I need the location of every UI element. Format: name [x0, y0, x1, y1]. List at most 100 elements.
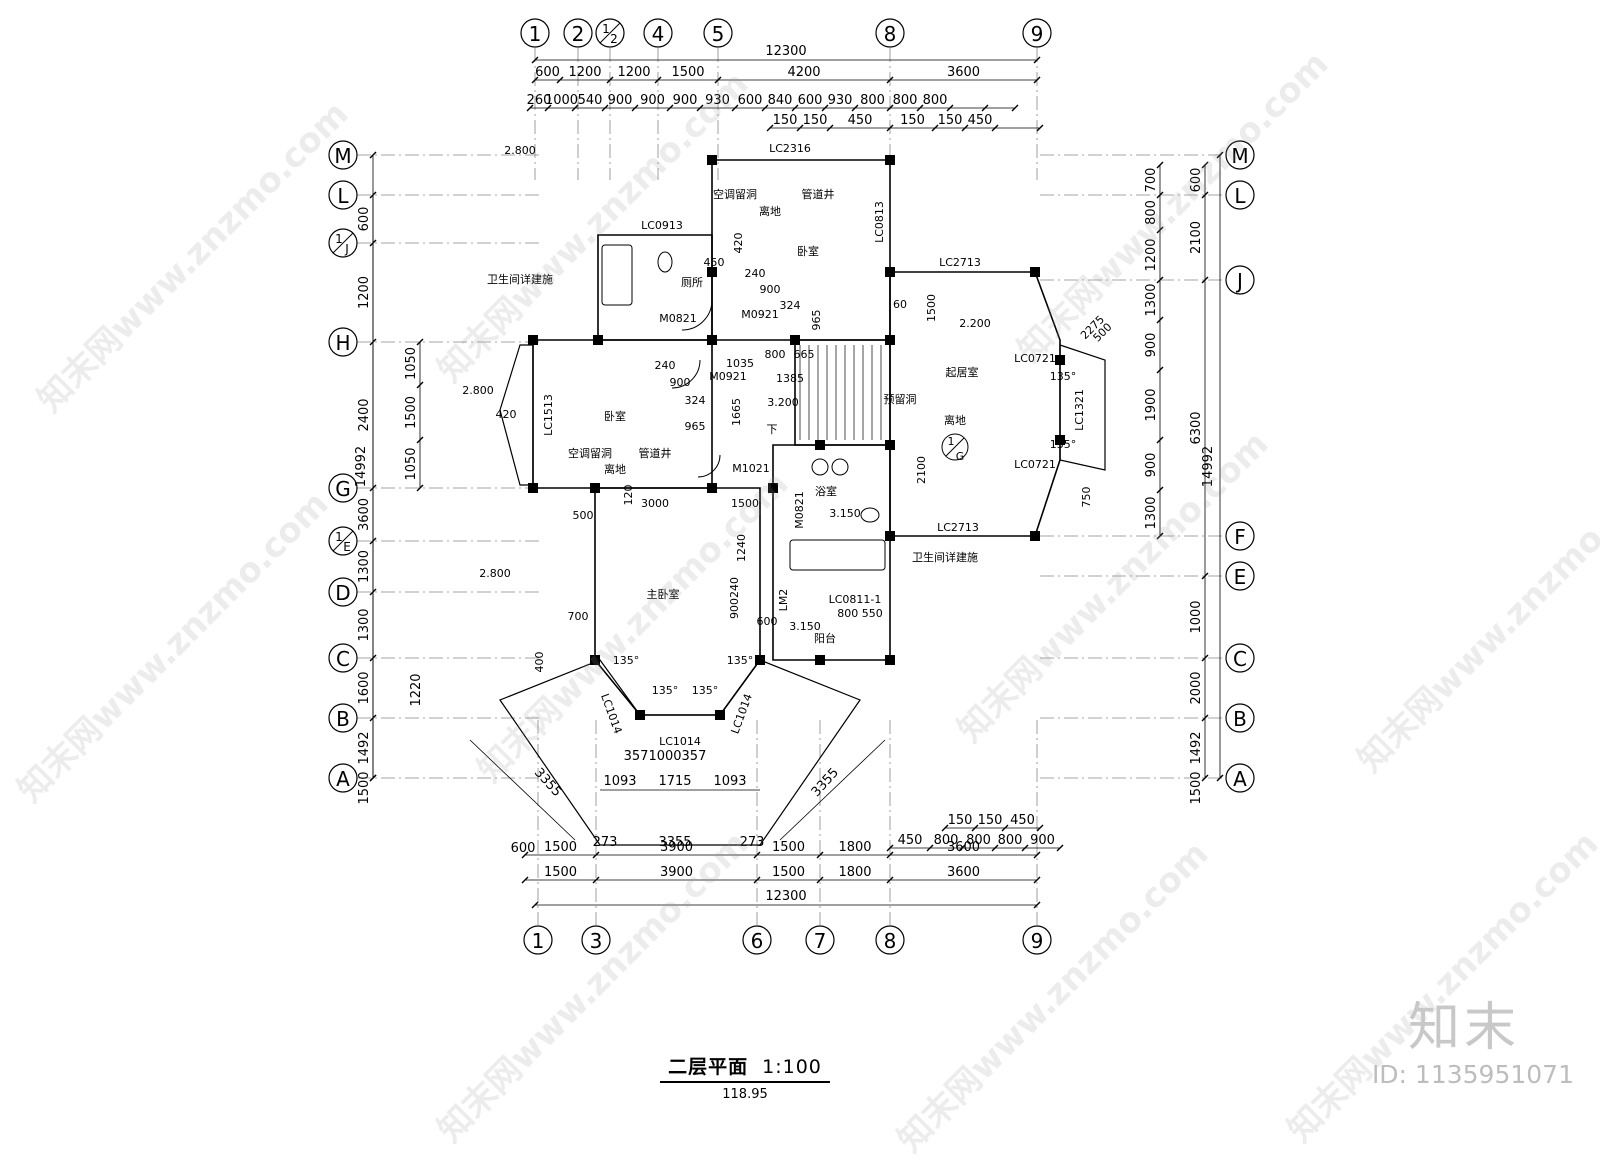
dim-left-overall-tick [369, 151, 377, 159]
dim-right-col-tick [1201, 276, 1209, 284]
dim-right-col-tick [1201, 191, 1209, 199]
dim-misc-d2100: 2100 [915, 456, 928, 484]
dim-top-row2-tick [916, 104, 924, 112]
dim-left-inner-label: 1050 [404, 347, 419, 380]
annotation-floor_drain: 离地 [604, 462, 626, 476]
dim-top-row3-tick [961, 124, 969, 132]
annotation-elev_3200: 3.200 [767, 396, 799, 409]
axis-top-1/2-num: 1 [602, 22, 610, 36]
dim-right-col-label: 6300 [1189, 411, 1204, 444]
dim-top-row2-tick [761, 104, 769, 112]
axis-right-L-label: L [1234, 184, 1246, 208]
dim-misc-d800550: 800 550 [837, 607, 883, 620]
dim-top-row2-label: 540 [578, 93, 603, 108]
annotation-elev_2200: 2.200 [959, 317, 991, 330]
dim-top-overall-label: 12300 [765, 44, 806, 59]
column-0 [707, 155, 717, 165]
dim-top-row1-label: 1500 [671, 65, 704, 80]
dim-top-row1-label: 600 [535, 65, 560, 80]
dim-top-row1-tick [654, 76, 662, 84]
axis-right-J-label: J [1235, 269, 1243, 293]
dim-misc-d240a: 240 [745, 267, 766, 280]
dim-misc-d1500a: 1500 [925, 294, 938, 322]
window-tag-lc2713a: LC2713 [939, 256, 981, 269]
axis-left-1/J-slash [332, 232, 354, 254]
dim-bottom-row1-tick [816, 876, 824, 884]
dim-top-row2-label: 800 [860, 93, 885, 108]
dim-misc-d1500b: 1500 [731, 497, 759, 510]
dim-top-row2-tick [821, 104, 829, 112]
column-24 [1055, 355, 1065, 365]
bathtub-1 [601, 244, 633, 306]
dim-top-row2-label: 800 [893, 93, 918, 108]
dim-right-col-tick [1201, 654, 1209, 662]
dim-bottom-row3-tick [1001, 824, 1009, 832]
dim-top-row3-tick [991, 124, 999, 132]
dim-top-row1-label: 1200 [617, 65, 650, 80]
dim-left-inner-label: 1050 [404, 447, 419, 480]
column-10 [590, 483, 600, 493]
bay-dim-1715: 1715 [658, 774, 691, 789]
dim-misc-d750: 750 [1080, 487, 1093, 508]
axis-left-G-label: G [335, 477, 351, 501]
dim-left-1220: 1220 [409, 673, 424, 706]
dim-top-row2-label: 900 [640, 93, 665, 108]
brand-logo: 知末 [1407, 998, 1520, 1058]
detail-callout-sub: G [956, 450, 965, 463]
dim-left-col-label: 1300 [357, 550, 372, 583]
drawing-title-text: 二层平面 [668, 1056, 749, 1078]
dim-left-inner-tick [416, 338, 424, 346]
dim-right-inner-label: 1200 [1144, 238, 1159, 271]
dim-right-col-label: 600 [1189, 168, 1204, 193]
dim-top-row3-label: 150 [900, 113, 925, 128]
window-tag-m0921a: M0921 [741, 308, 779, 321]
dim-top-row2-tick [1011, 104, 1019, 112]
dim-top-row2-label: 600 [738, 93, 763, 108]
dim-misc-d420a: 420 [732, 233, 745, 254]
dim-right-col-tick [1201, 714, 1209, 722]
dim-right-overall-tick [1216, 151, 1224, 159]
axis-top-1/2-den: 2 [610, 32, 618, 46]
dim-right-col-tick [1201, 161, 1209, 169]
dim-left-col-label: 2400 [357, 398, 372, 431]
dim-bottom-row1-label: 1500 [544, 865, 577, 880]
column-4 [593, 335, 603, 345]
column-13 [885, 440, 895, 450]
dim-bottom-row1-tick [592, 876, 600, 884]
door-swing-2 [697, 454, 721, 478]
dim-bottom-row2-tick [991, 844, 999, 852]
axis-right-C-label: C [1233, 647, 1247, 671]
dim-top-row2-label: 900 [673, 93, 698, 108]
dim-bottom-row2-tick [1021, 844, 1029, 852]
dim-bottom-first: 600 [511, 841, 536, 856]
sink-1 [811, 458, 829, 476]
dim-right-overall-label: 14992 [1201, 446, 1216, 487]
axis-left-B-label: B [336, 707, 350, 731]
column-11 [707, 483, 717, 493]
dim-bottom-overall-tick [531, 901, 539, 909]
dim-bottom-row3-tick [1036, 824, 1044, 832]
dim-bottom-row1-tick [1033, 876, 1041, 884]
dim-bottom-row1-label: 1500 [772, 865, 805, 880]
column-16 [1030, 531, 1040, 541]
dim-left-col-label: 1500 [357, 771, 372, 804]
dim-top-row2-tick [631, 104, 639, 112]
column-6 [707, 335, 717, 345]
sink-2 [831, 458, 849, 476]
axis-right-A-label: A [1233, 767, 1247, 791]
column-15 [1030, 267, 1040, 277]
column-3 [885, 267, 895, 277]
column-23 [815, 655, 825, 665]
dim-top-row2-label: 260 [527, 93, 552, 108]
window-tag-lm2: LM2 [777, 589, 790, 612]
axis-top-4-label: 4 [652, 22, 665, 46]
bay-dim-357-1000-357: 3571000357 [624, 749, 707, 764]
dim-bottom-row1b-tick [753, 851, 761, 859]
axis-bottom-7-circle [805, 925, 835, 955]
axis-left-D-label: D [335, 581, 350, 605]
axis-top-1-label: 1 [529, 22, 542, 46]
dim-bottom-row2-label: 450 [898, 833, 923, 848]
